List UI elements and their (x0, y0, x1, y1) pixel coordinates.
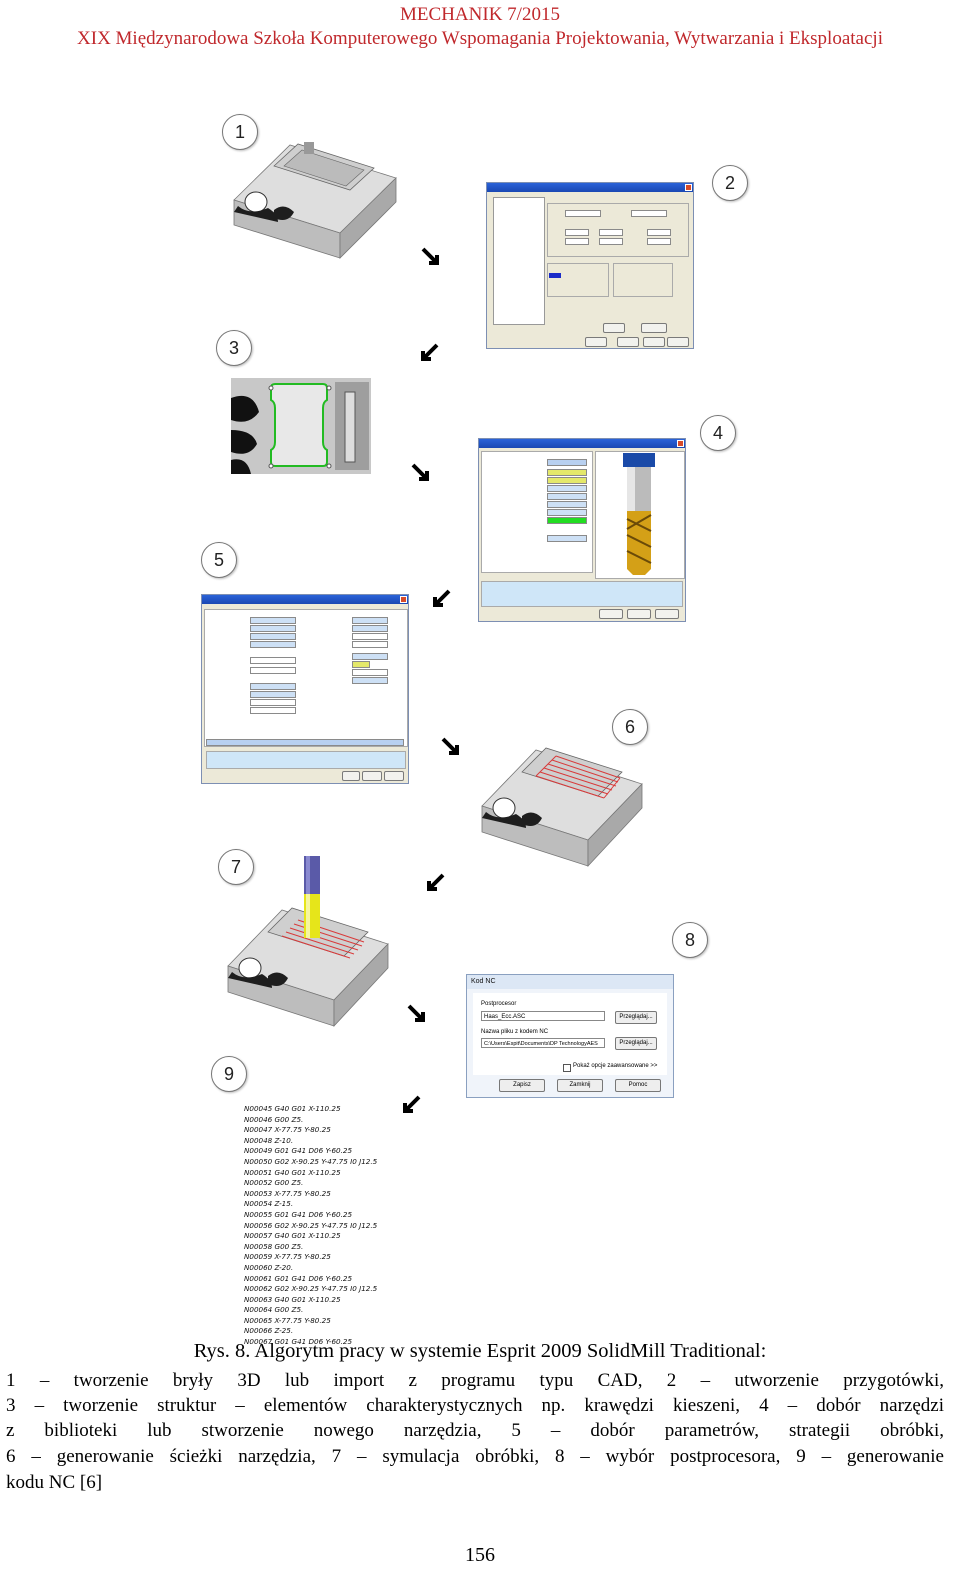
ok-button[interactable] (585, 337, 607, 347)
nc-code-line: N00065 X-77.75 Y-80.25 (244, 1315, 331, 1325)
arrow-down-left-icon (421, 343, 439, 361)
nc-code-line: N00060 Z-20. (244, 1262, 294, 1272)
3d-part-model (233, 142, 397, 259)
nc-code-dialog: Kod NC Postprocesor Haas_Ecc.ASC Przeglą… (466, 974, 674, 1098)
close-icon[interactable] (677, 440, 684, 447)
page-number: 156 (465, 1544, 495, 1566)
caption-line: 6 – generowanie ścieżki narzędzia, 7 – s… (6, 1446, 944, 1467)
caption-line: 3 – tworzenie struktur – elementów chara… (6, 1395, 944, 1416)
cancel-button[interactable] (617, 337, 639, 347)
step-marker-4: 4 (700, 415, 736, 451)
step-marker-7: 7 (218, 849, 254, 885)
nc-code-line: N00045 G40 G01 X-110.25 (244, 1104, 341, 1113)
arrow-down-right-icon (421, 247, 439, 265)
browse-postprocessor-button[interactable]: Przeglądaj... (615, 1011, 657, 1024)
update-button[interactable] (641, 323, 667, 333)
postprocessor-select[interactable]: Haas_Ecc.ASC (481, 1011, 605, 1021)
caption-line: z biblioteki lub stworzenie nowego narzę… (6, 1420, 944, 1441)
tool-definition-dialog (478, 438, 686, 622)
nc-code-line: N00049 G01 G41 D06 Y-60.25 (244, 1146, 353, 1156)
nc-code-line: N00067 G01 G41 D06 Y-60.25 (244, 1337, 353, 1347)
nc-code-line: N00062 G02 X-90.25 Y-47.75 I0 J12.5 (244, 1284, 378, 1294)
advanced-options-label: Pokaż opcje zaawansowane >> (573, 1063, 658, 1069)
help-button[interactable] (655, 609, 679, 619)
figure-caption-title: Rys. 8. Algorytm pracy w systemie Esprit… (193, 1340, 767, 1362)
save-button[interactable]: Zapisz (499, 1079, 545, 1092)
arrow-down-right-icon (411, 463, 429, 481)
machining-parameters-dialog (201, 594, 409, 784)
apply-button[interactable] (643, 337, 665, 347)
step-marker-9: 9 (211, 1056, 247, 1092)
machining-simulation-model (227, 856, 389, 1028)
pocket-feature-contour (231, 378, 371, 474)
nc-code-line: N00056 G02 X-90.25 Y-47.75 I0 J12.5 (244, 1220, 378, 1230)
stock-parameters-dialog (486, 182, 694, 349)
help-button[interactable]: Pomoc (615, 1079, 661, 1092)
arrow-down-right-icon (441, 737, 459, 755)
step-marker-6: 6 (612, 709, 648, 745)
arrow-down-right-icon (407, 1004, 425, 1022)
caption-line: 1 – tworzenie bryły 3D lub import z prog… (6, 1370, 944, 1391)
close-icon[interactable] (400, 596, 407, 603)
ok-button[interactable] (599, 609, 623, 619)
close-button[interactable]: Zamknij (557, 1079, 603, 1092)
help-button[interactable] (667, 337, 689, 347)
cancel-button[interactable] (627, 609, 651, 619)
nc-code-line: N00061 G01 G41 D06 Y-60.25 (244, 1273, 353, 1283)
help-button[interactable] (384, 771, 404, 781)
nc-code-line: N00052 G00 Z5. (244, 1178, 304, 1188)
conference-header: XIX Międzynarodowa Szkoła Komputerowego … (77, 28, 883, 49)
arrow-down-left-icon (403, 1095, 421, 1113)
journal-header: MECHANIK 7/2015 (400, 4, 560, 25)
nc-code-line: N00059 X-77.75 Y-80.25 (244, 1252, 331, 1262)
caption-line: kodu NC [6] (6, 1472, 103, 1493)
nc-code-line: N00047 X-77.75 Y-80.25 (244, 1125, 331, 1135)
nc-code-line: N00048 Z-10. (244, 1135, 294, 1145)
nc-code-line: N00066 Z-25. (244, 1326, 294, 1336)
nc-code-line: N00057 G40 G01 X-110.25 (244, 1231, 341, 1241)
nc-code-line: N00055 G01 G41 D06 Y-60.25 (244, 1209, 353, 1219)
add-button[interactable] (603, 323, 625, 333)
nc-code-line: N00064 G00 Z5. (244, 1305, 304, 1315)
arrow-down-left-icon (427, 873, 445, 891)
ok-button[interactable] (342, 771, 360, 781)
end-mill-tool-preview (623, 453, 655, 575)
nc-code-line: N00051 G40 G01 X-110.25 (244, 1167, 341, 1177)
nc-file-input[interactable]: C:\Users\Espit\Documents\DP TechnologyAE… (481, 1038, 605, 1048)
toolpath-part-model (481, 747, 643, 868)
nc-code-line: N00053 X-77.75 Y-80.25 (244, 1188, 331, 1198)
nc-code-line: N00058 G00 Z5. (244, 1241, 304, 1251)
step-marker-8: 8 (672, 922, 708, 958)
step-marker-5: 5 (201, 542, 237, 578)
nc-file-label: Nazwa pliku z kodem NC (481, 1029, 549, 1035)
nc-code-line: N00063 G40 G01 X-110.25 (244, 1294, 341, 1304)
browse-file-button[interactable]: Przeglądaj... (615, 1037, 657, 1050)
nc-code-line: N00054 Z-15. (244, 1199, 294, 1209)
step-marker-2: 2 (712, 165, 748, 201)
close-icon[interactable] (685, 184, 692, 191)
postprocessor-label: Postprocesor (481, 1001, 517, 1007)
dialog-title: Kod NC (467, 975, 673, 989)
nc-code-line: N00050 G02 X-90.25 Y-47.75 I0 J12.5 (244, 1156, 378, 1166)
advanced-options-checkbox[interactable] (563, 1064, 571, 1072)
cancel-button[interactable] (362, 771, 382, 781)
arrow-down-left-icon (433, 589, 451, 607)
step-marker-3: 3 (216, 330, 252, 366)
nc-code-line: N00046 G00 Z5. (244, 1114, 304, 1124)
step-marker-1: 1 (222, 114, 258, 150)
